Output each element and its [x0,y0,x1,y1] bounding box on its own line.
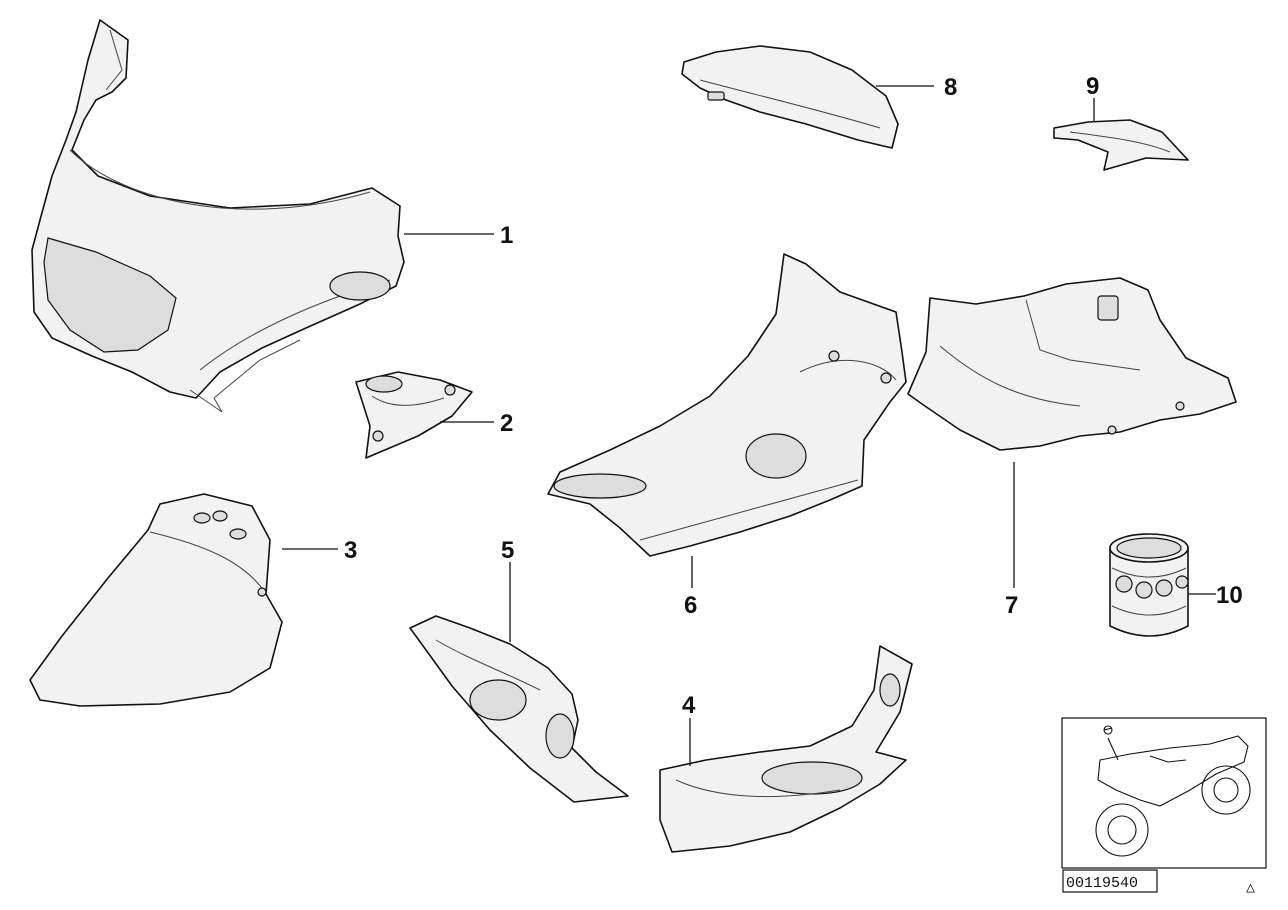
part-2-bracket[interactable] [355,371,473,459]
callout-3: 3 [344,537,357,564]
part-6-side-fairing[interactable] [547,253,907,557]
part-10-sleeve[interactable] [1109,533,1189,637]
callout-2: 2 [500,410,513,437]
callout-8: 8 [944,74,957,101]
reference-number-box [1062,869,1158,893]
part-7-side-fairing[interactable] [907,277,1237,451]
part-9-small-cover[interactable] [1053,119,1189,171]
callout-4: 4 [682,692,696,719]
part-8-tank-cover[interactable] [681,45,899,149]
motorcycle-outline-icon [1095,725,1251,857]
callout-5: 5 [501,537,514,564]
reference-number: 00119540 [1066,875,1138,892]
part-5-side-panel[interactable] [409,615,629,803]
part-4-belly-pan[interactable] [659,645,913,853]
callout-1: 1 [500,222,513,249]
part-3-seat-cowl[interactable] [29,493,283,707]
overview-inset [1061,717,1267,869]
callout-7: 7 [1005,592,1018,619]
callout-9: 9 [1086,73,1099,100]
callout-6: 6 [684,592,697,619]
callout-10: 10 [1216,582,1243,609]
part-1-front-fairing[interactable] [31,19,405,413]
warning-triangle-icon: △ [1246,880,1255,897]
inset-frame [1061,717,1267,869]
